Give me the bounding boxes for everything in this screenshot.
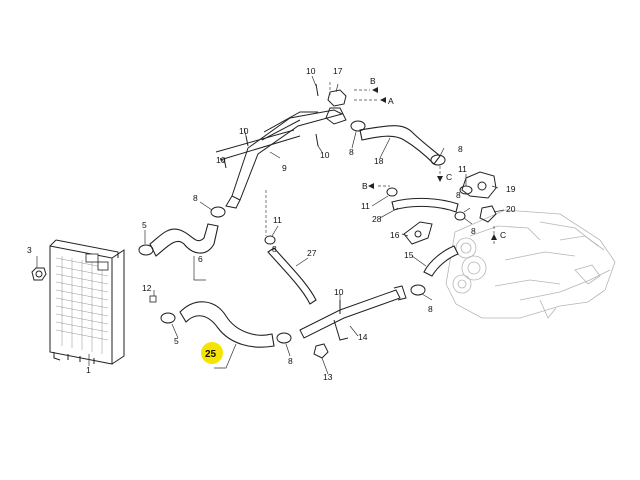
- callout-11-c: 11: [458, 164, 467, 174]
- callout-5-upper: 5: [142, 220, 147, 230]
- callout-17: 17: [333, 66, 343, 76]
- callout-8-c: 8: [349, 147, 354, 157]
- lower-hose-25: [179, 301, 275, 348]
- callout-18: 18: [374, 156, 384, 166]
- arrow-label-c-bottom: C: [500, 230, 506, 240]
- callout-20: 20: [506, 204, 516, 214]
- hose-27: [267, 247, 317, 305]
- sensor-13: [313, 343, 329, 359]
- callout-10-a: 10: [306, 66, 316, 76]
- arrow-label-c-top: C: [446, 172, 452, 182]
- callout-19: 19: [506, 184, 516, 194]
- arrow-label-b-top: B: [370, 76, 376, 86]
- callout-10-b: 10: [239, 126, 249, 136]
- filler-cap-17: [325, 89, 347, 125]
- callout-14: 14: [358, 332, 368, 342]
- hose-28: [391, 197, 459, 213]
- bolts-10: [223, 83, 341, 314]
- arrow-head-a: [380, 97, 386, 103]
- callout-13: 13: [323, 372, 333, 382]
- callout-15: 15: [404, 250, 414, 260]
- hose-clamps: [138, 120, 473, 344]
- callout-10-c: 10: [320, 150, 330, 160]
- coolant-pipe-14: [299, 285, 407, 341]
- leader-lines: [36, 75, 505, 375]
- callout-1: 1: [86, 365, 91, 375]
- callout-labels: 1 3 5 5 6 8 8 8 8 8 8 8 8 9 10 10 10 10 …: [27, 66, 516, 382]
- callout-6: 6: [198, 254, 203, 264]
- callout-8-g: 8: [272, 244, 277, 254]
- callout-5-lower: 5: [174, 336, 179, 346]
- coolant-pipe-9: [215, 109, 344, 209]
- callout-8-d: 8: [458, 144, 463, 154]
- direction-arrows: [368, 87, 497, 240]
- callout-11-b: 11: [361, 201, 370, 211]
- callout-10-e: 10: [334, 287, 344, 297]
- thermostat-housing-19: [461, 171, 497, 199]
- callout-9: 9: [282, 163, 287, 173]
- hose-15: [423, 245, 459, 277]
- callout-3: 3: [27, 245, 32, 255]
- arrow-head-c-bottom: [491, 234, 497, 240]
- radiator: [49, 239, 125, 365]
- callout-27: 27: [307, 248, 317, 258]
- bracket-16: [403, 221, 433, 245]
- callout-8-h: 8: [456, 190, 461, 200]
- callout-11-a: 11: [273, 215, 282, 225]
- callout-8-a: 8: [193, 193, 198, 203]
- highlight-marker[interactable]: [201, 342, 223, 364]
- radiator-cap: [31, 267, 47, 281]
- bleed-screw-12: [149, 295, 157, 303]
- upper-hose-6: [149, 223, 219, 257]
- arrow-head-c-top: [437, 176, 443, 182]
- hose-18: [359, 125, 441, 165]
- sensor-20: [479, 205, 497, 223]
- arrow-label-a: A: [388, 96, 394, 106]
- callout-12: 12: [142, 283, 152, 293]
- callout-28: 28: [372, 214, 382, 224]
- callout-8-e: 8: [428, 304, 433, 314]
- highlight-label-25[interactable]: 25: [205, 349, 217, 360]
- callout-8-f: 8: [471, 226, 476, 236]
- callout-10-d: 10: [216, 155, 226, 165]
- callout-16: 16: [390, 230, 400, 240]
- arrow-head-b-mid: [368, 183, 374, 189]
- arrow-label-b-mid: B: [362, 181, 368, 191]
- engine-block-outline: [445, 209, 616, 319]
- callout-8-b: 8: [288, 356, 293, 366]
- arrow-head-b-top: [372, 87, 378, 93]
